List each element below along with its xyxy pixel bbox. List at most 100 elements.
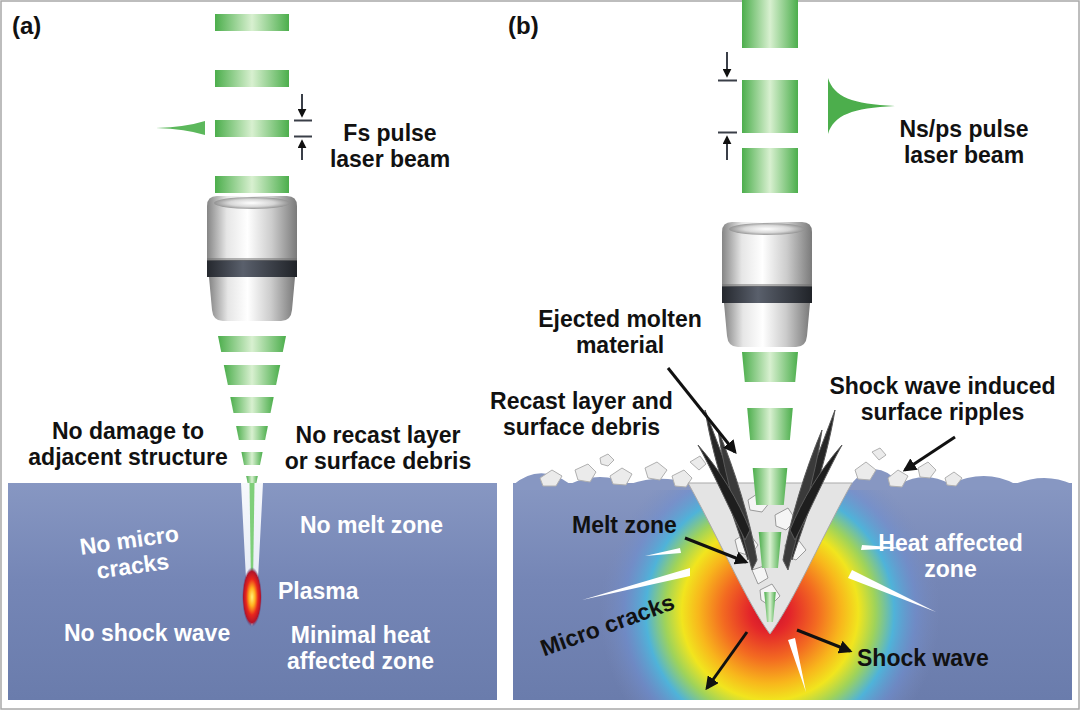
- callout-text: No damage to adjacent structure: [22, 418, 234, 471]
- objective-lens: [207, 196, 297, 260]
- pulse-width-marker: [294, 120, 312, 122]
- crater: [760, 584, 780, 606]
- fs-pulse-train: [215, 14, 289, 31]
- zone-label: No shock wave: [64, 620, 230, 646]
- leader-arrow: [668, 368, 735, 452]
- fs-pulse-profile: [156, 121, 205, 135]
- objective-lens: [729, 223, 805, 235]
- crater: [785, 538, 806, 560]
- surface-debris: [918, 462, 936, 478]
- objective-lens: [724, 303, 810, 347]
- zone-label: Melt zone: [572, 512, 677, 538]
- surface-debris: [672, 470, 692, 487]
- callout-text: No recast layer or surface debris: [282, 422, 474, 475]
- panel-letter: (a): [12, 12, 41, 40]
- panel-letter: (b): [508, 12, 539, 40]
- focused-beam: [759, 532, 782, 568]
- zone-label: Minimal heat affected zone: [278, 622, 443, 675]
- crater: [748, 492, 770, 512]
- ejected-molten-material: [705, 410, 752, 560]
- micro-crack: [645, 548, 681, 556]
- zone-label: Plasma: [278, 578, 359, 604]
- ejected-molten-material: [783, 430, 822, 570]
- callout-text: Recast layer and surface debris: [484, 388, 679, 441]
- ablation-channel: [250, 483, 255, 585]
- objective-lens: [207, 196, 297, 321]
- pulse-width-marker: [726, 137, 728, 160]
- pulse-width-marker: [294, 94, 312, 160]
- ejected-molten-material: [698, 445, 750, 540]
- callout-text: Shock wave induced surface ripples: [820, 373, 1065, 426]
- surface-debris: [540, 470, 562, 486]
- ablation-channel: [242, 567, 262, 627]
- focused-beam: [764, 592, 776, 622]
- surface-debris: [610, 468, 632, 485]
- focused-beam: [747, 408, 793, 440]
- ns-pulse-train: [742, 0, 798, 48]
- focused-beam: [742, 352, 798, 382]
- pulse-width-marker: [294, 136, 312, 138]
- crater: [775, 508, 796, 530]
- objective-lens: [207, 260, 297, 277]
- fs-pulse-train: [215, 120, 289, 137]
- zone-label: No melt zone: [300, 512, 443, 538]
- focused-beam: [753, 468, 788, 505]
- pulse-width-marker: [718, 52, 737, 160]
- surface-debris: [540, 448, 962, 487]
- surface-debris: [600, 454, 614, 466]
- ablation-channel: [241, 483, 263, 627]
- focused-beam: [742, 352, 798, 622]
- surface-debris: [855, 462, 876, 480]
- surface-ripples: [513, 469, 1072, 490]
- focused-beam: [236, 426, 268, 440]
- pulse-width-marker: [301, 141, 303, 160]
- crater: [735, 532, 758, 556]
- pulse-width-marker: [301, 94, 303, 116]
- ns-pulse-train: [742, 80, 798, 133]
- zone-label: Shock wave: [857, 645, 989, 671]
- objective-lens: [722, 222, 812, 286]
- ejected-molten-material: [698, 410, 842, 570]
- surface-debris: [945, 472, 962, 486]
- fs-pulse-train: [215, 70, 289, 87]
- surface-debris: [888, 470, 908, 487]
- fs-pulse-train: [215, 14, 289, 193]
- objective-lens: [722, 284, 812, 287]
- leader-arrow: [797, 630, 850, 651]
- surface-debris: [690, 456, 706, 470]
- ns-pulse-train: [742, 148, 798, 193]
- objective-lens: [207, 258, 297, 261]
- focused-beam: [224, 365, 280, 385]
- pulse-width-marker: [726, 52, 728, 76]
- surface-debris: [645, 462, 667, 480]
- ablation-channel: [241, 483, 263, 626]
- zone-label: Heat affected zone: [868, 530, 1033, 583]
- objective-lens: [722, 222, 812, 347]
- callout-text: Ejected molten material: [530, 306, 710, 359]
- crater: [688, 483, 852, 634]
- objective-lens: [214, 197, 290, 209]
- callout-text: Fs pulse laser beam: [325, 120, 455, 173]
- micro-crack: [848, 570, 936, 612]
- crater: [735, 492, 806, 606]
- focused-beam: [218, 336, 286, 352]
- pulse-width-marker: [718, 80, 737, 82]
- leader-arrow: [905, 437, 955, 470]
- zone-label: No micro cracks: [68, 519, 194, 588]
- objective-lens: [722, 286, 812, 303]
- ejected-molten-material: [718, 430, 757, 570]
- fs-pulse-train: [215, 176, 289, 193]
- crater: [752, 566, 768, 584]
- focused-beam: [218, 336, 286, 490]
- surface-debris: [575, 464, 596, 482]
- ns-pulse-profile: [828, 78, 895, 134]
- ejected-molten-material: [788, 410, 835, 560]
- micro-crack: [582, 568, 690, 600]
- material-block: No micro cracks No melt zonePlasma No shoc…: [8, 483, 497, 700]
- surface-debris: [872, 448, 886, 460]
- leader-arrow: [685, 538, 746, 562]
- leader-arrow: [707, 632, 747, 688]
